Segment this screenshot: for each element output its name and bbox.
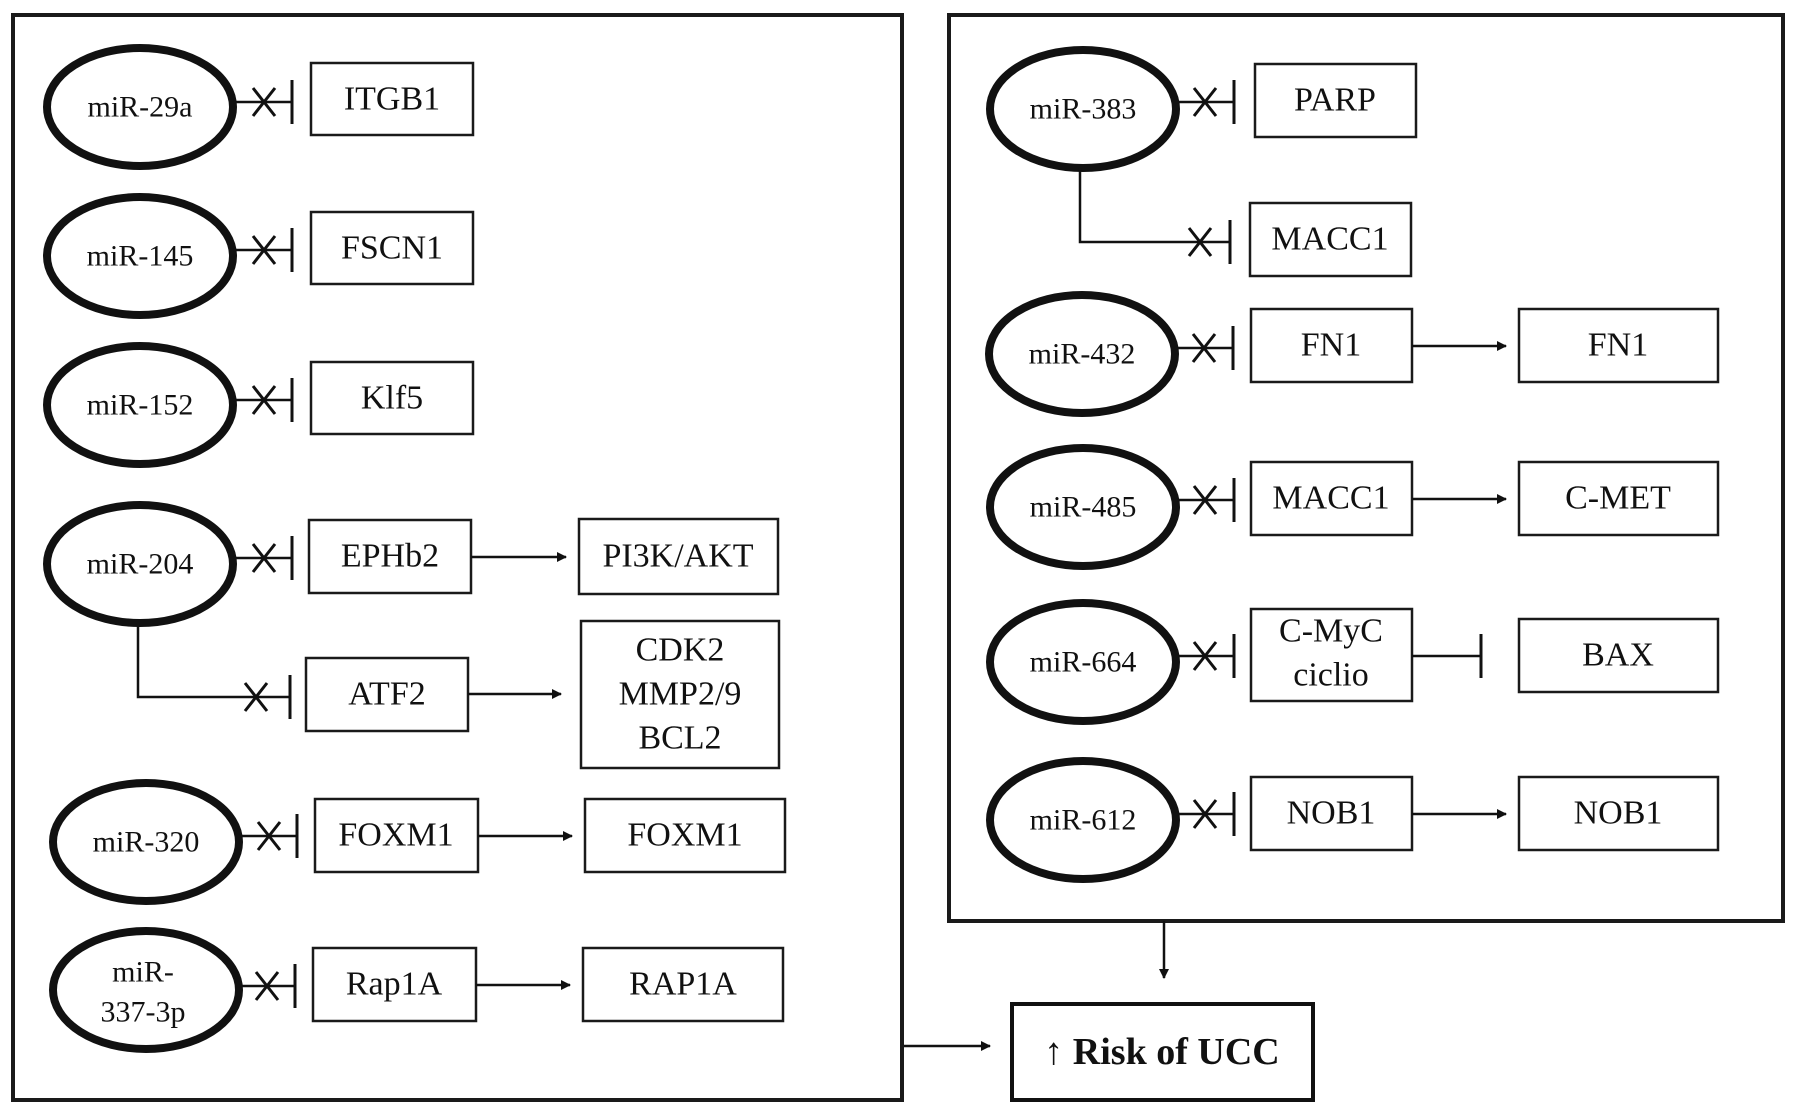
mirna-row-mir-664: miR-664 C-MyC ciclio BAX <box>986 599 1720 725</box>
target-box-nob1-out <box>1517 775 1720 852</box>
inhibition-cross-icon <box>251 543 277 573</box>
target-label-fscn1: FSCN1 <box>341 230 443 267</box>
target-label-macc1-a: MACC1 <box>1271 221 1388 258</box>
target-label-ciclio: ciclio <box>1293 657 1369 694</box>
mirna-row-mir-204: miR-204 EPHb2 PI3K/AKT ATF2 CDK2 MMP2/9 … <box>43 501 781 770</box>
target-box-macc1-b <box>1249 460 1414 537</box>
mirna-label-mir-383: miR-383 <box>1030 93 1137 126</box>
inhibition-cross-icon <box>1191 333 1217 363</box>
inhibition-cross-icon <box>1187 227 1213 257</box>
target-label-cmyc: C-MyC <box>1279 613 1383 650</box>
target-label-c-met: C-MET <box>1565 480 1671 517</box>
target-box-c-met <box>1517 460 1720 537</box>
target-box-fn1 <box>1249 307 1414 384</box>
branch-connector <box>1078 168 1230 244</box>
inhibition-cross-icon <box>1192 485 1218 515</box>
target-box-rap1a-out <box>581 946 785 1023</box>
target-label-nob1: NOB1 <box>1287 795 1376 832</box>
mirna-row-mir-145: miR-145 FSCN1 <box>43 193 475 319</box>
inhibition-cross-icon <box>254 971 280 1001</box>
mirna-label-mir-152: miR-152 <box>87 389 194 422</box>
target-label-bcl2: BCL2 <box>638 720 721 757</box>
target-label-rap1a-out: RAP1A <box>629 966 737 1003</box>
mirna-row-mir-612: miR-612 NOB1 NOB1 <box>986 757 1720 883</box>
mirna-label-mir-145: miR-145 <box>87 240 194 273</box>
target-label-itgb1: ITGB1 <box>344 81 440 118</box>
target-box-parp <box>1253 62 1418 139</box>
inhibition-cross-icon <box>251 385 277 415</box>
target-label-atf2: ATF2 <box>348 676 425 713</box>
mirna-row-mir-152: miR-152 Klf5 <box>43 342 475 468</box>
mirna-node-mir-664 <box>986 599 1180 725</box>
mirna-row-mir-29a: miR-29a ITGB1 <box>43 44 475 170</box>
inhibition-cross-icon <box>251 235 277 265</box>
mirna-node-mir-612 <box>986 757 1180 883</box>
outcome-label: ↑ Risk of UCC <box>1044 1031 1279 1073</box>
mirna-node-mir-320 <box>49 779 243 905</box>
inhibition-cross-icon <box>243 682 269 712</box>
branch-connector <box>136 623 290 699</box>
target-label-cdk2: CDK2 <box>636 632 725 669</box>
mirna-row-mir-432: miR-432 FN1 FN1 <box>985 291 1720 417</box>
outcome-group: ↑ Risk of UCC <box>904 921 1315 1102</box>
inhibition-cross-icon <box>1192 799 1218 829</box>
mirna-label-mir-204: miR-204 <box>87 548 194 581</box>
target-box-foxm1-out <box>583 797 787 874</box>
target-box-pi3k-akt <box>577 517 780 596</box>
mirna-label-mir-320: miR-320 <box>93 826 200 859</box>
target-box-bax <box>1517 617 1720 694</box>
mirna-node-mir-204 <box>43 501 237 627</box>
mirna-node-mir-145 <box>43 193 237 319</box>
left-panel-frame <box>11 13 904 1102</box>
target-label-klf5: Klf5 <box>361 380 423 417</box>
mirna-label-mir-29a: miR-29a <box>88 91 193 124</box>
target-box-macc1-a <box>1248 201 1413 278</box>
mirna-label-mir-337-3p-line2: 337-3p <box>101 996 186 1029</box>
mirna-label-mir-432: miR-432 <box>1029 338 1136 371</box>
mirna-node-mir-29a <box>43 44 237 170</box>
target-label-fn1-out: FN1 <box>1588 327 1648 364</box>
target-label-nob1-out: NOB1 <box>1574 795 1663 832</box>
mirna-label-mir-337-3p-line1: miR- <box>112 956 174 989</box>
target-box-atf2 <box>304 656 470 733</box>
target-box-cdk2-mmp-bcl2 <box>579 619 781 770</box>
target-box-itgb1 <box>309 61 475 137</box>
inhibition-cross-icon <box>1192 641 1218 671</box>
mirna-node-mir-383 <box>986 46 1180 172</box>
target-label-parp: PARP <box>1294 82 1376 119</box>
target-box-fscn1 <box>309 210 475 286</box>
target-label-fn1: FN1 <box>1301 327 1361 364</box>
target-label-pi3k-akt: PI3K/AKT <box>602 538 753 575</box>
target-label-bax: BAX <box>1582 637 1654 674</box>
target-label-foxm1-out: FOXM1 <box>627 817 742 854</box>
mirna-label-mir-612: miR-612 <box>1030 804 1137 837</box>
mirna-label-mir-664: miR-664 <box>1030 646 1137 679</box>
inhibition-cross-icon <box>1192 87 1218 117</box>
outcome-box <box>1010 1002 1315 1102</box>
inhibition-cross-icon <box>251 87 277 117</box>
mirna-node-mir-152 <box>43 342 237 468</box>
mirna-node-mir-432 <box>985 291 1179 417</box>
target-label-macc1-b: MACC1 <box>1272 480 1389 517</box>
target-box-fn1-out <box>1517 307 1720 384</box>
target-box-foxm1 <box>313 797 480 874</box>
mirna-row-mir-320: miR-320 FOXM1 FOXM1 <box>49 779 787 905</box>
inhibition-cross-icon <box>256 821 282 851</box>
target-box-rap1a <box>311 946 478 1023</box>
mirna-node-mir-485 <box>986 444 1180 570</box>
target-box-klf5 <box>309 360 475 436</box>
mirna-row-mir-383: miR-383 PARP MACC1 <box>986 46 1418 278</box>
mirna-node-mir-337-3p <box>49 927 243 1053</box>
target-label-mmp2-9: MMP2/9 <box>619 676 742 713</box>
mirna-label-mir-485: miR-485 <box>1030 491 1137 524</box>
right-panel-frame <box>947 13 1785 923</box>
mirna-row-mir-337-3p: miR- 337-3p Rap1A RAP1A <box>49 927 785 1053</box>
target-label-ephb2: EPHb2 <box>341 538 439 575</box>
target-label-foxm1: FOXM1 <box>338 817 453 854</box>
target-box-ephb2 <box>307 518 473 595</box>
mirna-row-mir-485: miR-485 MACC1 C-MET <box>986 444 1720 570</box>
target-label-rap1a: Rap1A <box>346 966 443 1003</box>
